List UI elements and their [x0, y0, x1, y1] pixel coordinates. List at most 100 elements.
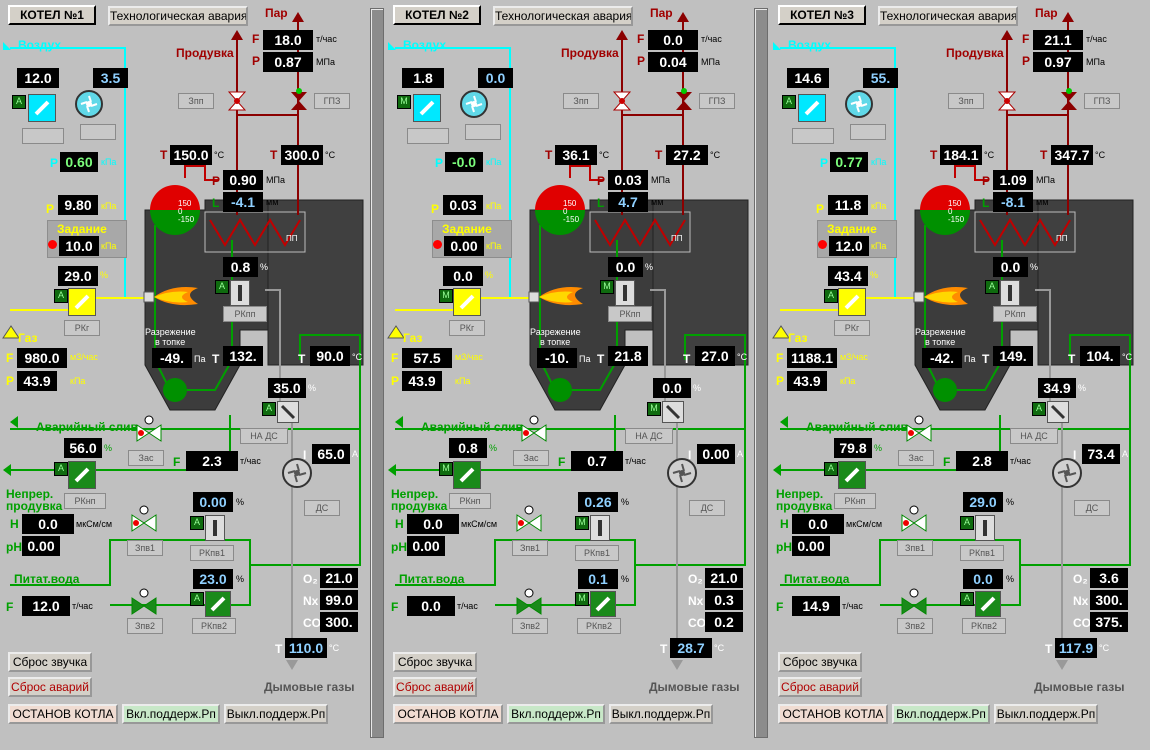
- steam-temp-left: 150.0: [170, 145, 212, 165]
- gpz-valve-icon[interactable]: [672, 88, 696, 114]
- stop-boiler-button[interactable]: ОСТАНОВ КОТЛА: [8, 704, 118, 724]
- reset-alarms-button[interactable]: Сброс аварий: [778, 677, 862, 697]
- stop-boiler-button[interactable]: ОСТАНОВ КОТЛА: [778, 704, 888, 724]
- rknp-valve-icon[interactable]: [453, 461, 481, 489]
- gas-mode-indicator[interactable]: A: [824, 289, 838, 303]
- gas-mode-indicator[interactable]: M: [439, 289, 453, 303]
- air-damper-icon[interactable]: [798, 94, 826, 122]
- rknp-mode-indicator[interactable]: A: [824, 462, 838, 476]
- reset-alarms-button[interactable]: Сброс аварий: [8, 677, 92, 697]
- rkpv2-mode-indicator[interactable]: A: [960, 592, 974, 606]
- rkpp-valve-icon[interactable]: [1000, 280, 1020, 306]
- gpz-valve-icon[interactable]: [287, 88, 311, 114]
- rkpv1-valve-icon[interactable]: [205, 515, 225, 541]
- air-mode-indicator[interactable]: A: [12, 95, 26, 109]
- rkpp-mode-indicator[interactable]: A: [215, 280, 229, 294]
- air-damper-icon[interactable]: [413, 94, 441, 122]
- reset-sound-button[interactable]: Сброс звучка: [8, 652, 92, 672]
- zpp-valve-tag[interactable]: Зпп: [178, 93, 214, 109]
- rp-on-button[interactable]: Вкл.поддерж.Рп: [122, 704, 220, 724]
- zpp-valve-icon[interactable]: [225, 88, 249, 114]
- air-damper-icon[interactable]: [28, 94, 56, 122]
- gas-mode-indicator[interactable]: A: [54, 289, 68, 303]
- exhauster-fan-icon[interactable]: [282, 458, 312, 488]
- rkpp-mode-indicator[interactable]: A: [985, 280, 999, 294]
- nads-valve-icon[interactable]: [1047, 401, 1069, 423]
- rkpv2-valve-icon[interactable]: [975, 591, 1001, 617]
- setpoint-value[interactable]: 10.0: [59, 236, 99, 256]
- boiler-title-button[interactable]: КОТЕЛ №3: [778, 5, 866, 25]
- gpz-valve-tag[interactable]: ГПЗ: [699, 93, 735, 109]
- rkpv2-mode-indicator[interactable]: M: [575, 592, 589, 606]
- rkpv1-mode-indicator[interactable]: A: [190, 516, 204, 530]
- rkpp-mode-indicator[interactable]: M: [600, 280, 614, 294]
- exhauster-fan-icon[interactable]: [1052, 458, 1082, 488]
- air-mode-indicator[interactable]: A: [782, 95, 796, 109]
- gas-valve-icon[interactable]: [68, 288, 96, 316]
- superheater-valve-unit: %: [260, 262, 269, 272]
- rkpv2-valve-icon[interactable]: [590, 591, 616, 617]
- blower-fan-icon[interactable]: [75, 90, 103, 118]
- setpoint-value[interactable]: 12.0: [829, 236, 869, 256]
- reset-sound-button[interactable]: Сброс звучка: [393, 652, 477, 672]
- boiler-title-button[interactable]: КОТЕЛ №2: [393, 5, 481, 25]
- rkpv2-valve-icon[interactable]: [205, 591, 231, 617]
- boiler-title-button[interactable]: КОТЕЛ №1: [8, 5, 96, 25]
- gpz-valve-icon[interactable]: [1057, 88, 1081, 114]
- rp-on-button[interactable]: Вкл.поддерж.Рп: [892, 704, 990, 724]
- nads-mode-indicator[interactable]: A: [262, 402, 276, 416]
- ph-value: 0.00: [407, 536, 445, 556]
- rp-off-button[interactable]: Выкл.поддерж.Рп: [224, 704, 328, 724]
- zpv2-valve-icon[interactable]: [515, 588, 543, 618]
- zpv1-valve-icon[interactable]: [130, 505, 158, 535]
- rkpp-valve-icon[interactable]: [230, 280, 250, 306]
- rknp-mode-indicator[interactable]: A: [54, 462, 68, 476]
- tech-alarm-button[interactable]: Технологическая авария: [108, 6, 248, 26]
- rknp-valve-icon[interactable]: [68, 461, 96, 489]
- reset-sound-button[interactable]: Сброс звучка: [778, 652, 862, 672]
- nox-value: 300.: [1090, 590, 1128, 610]
- nads-mode-indicator[interactable]: M: [647, 402, 661, 416]
- stop-boiler-button[interactable]: ОСТАНОВ КОТЛА: [393, 704, 503, 724]
- exhauster-fan-icon[interactable]: [667, 458, 697, 488]
- nads-mode-indicator[interactable]: A: [1032, 402, 1046, 416]
- zpv1-valve-icon[interactable]: [515, 505, 543, 535]
- zpp-valve-tag[interactable]: Зпп: [563, 93, 599, 109]
- zpp-valve-icon[interactable]: [610, 88, 634, 114]
- rkpv1-valve-icon[interactable]: [975, 515, 995, 541]
- setpoint-value[interactable]: 0.00: [444, 236, 484, 256]
- rknp-mode-indicator[interactable]: M: [439, 462, 453, 476]
- rkpv2-mode-indicator[interactable]: A: [190, 592, 204, 606]
- zas-valve-icon[interactable]: [905, 415, 933, 445]
- tech-alarm-button[interactable]: Технологическая авария: [493, 6, 633, 26]
- zpv2-valve-icon[interactable]: [130, 588, 158, 618]
- gas-valve-icon[interactable]: [453, 288, 481, 316]
- gpz-valve-tag[interactable]: ГПЗ: [1084, 93, 1120, 109]
- blower-fan-icon[interactable]: [460, 90, 488, 118]
- gpz-valve-tag[interactable]: ГПЗ: [314, 93, 350, 109]
- air-mode-indicator[interactable]: M: [397, 95, 411, 109]
- blower-fan-icon[interactable]: [845, 90, 873, 118]
- air-p-label: P: [435, 156, 444, 170]
- nads-valve-icon[interactable]: [277, 401, 299, 423]
- rkpp-valve-icon[interactable]: [615, 280, 635, 306]
- zpv1-valve-icon[interactable]: [900, 505, 928, 535]
- rkpv1-mode-indicator[interactable]: M: [575, 516, 589, 530]
- zas-valve-icon[interactable]: [520, 415, 548, 445]
- zas-valve-icon[interactable]: [135, 415, 163, 445]
- zpv2-valve-icon[interactable]: [900, 588, 928, 618]
- rp-on-button[interactable]: Вкл.поддерж.Рп: [507, 704, 605, 724]
- tech-alarm-button[interactable]: Технологическая авария: [878, 6, 1018, 26]
- rp-off-button[interactable]: Выкл.поддерж.Рп: [994, 704, 1098, 724]
- nox-value: 0.3: [705, 590, 743, 610]
- reset-alarms-button[interactable]: Сброс аварий: [393, 677, 477, 697]
- zpp-valve-icon[interactable]: [995, 88, 1019, 114]
- zpp-valve-tag[interactable]: Зпп: [948, 93, 984, 109]
- rkpv1-valve-icon[interactable]: [590, 515, 610, 541]
- rp-off-button[interactable]: Выкл.поддерж.Рп: [609, 704, 713, 724]
- nads-valve-icon[interactable]: [662, 401, 684, 423]
- rkpv1-mode-indicator[interactable]: A: [960, 516, 974, 530]
- gas-valve-icon[interactable]: [838, 288, 866, 316]
- exhauster-current-unit: А: [352, 449, 359, 459]
- rknp-valve-icon[interactable]: [838, 461, 866, 489]
